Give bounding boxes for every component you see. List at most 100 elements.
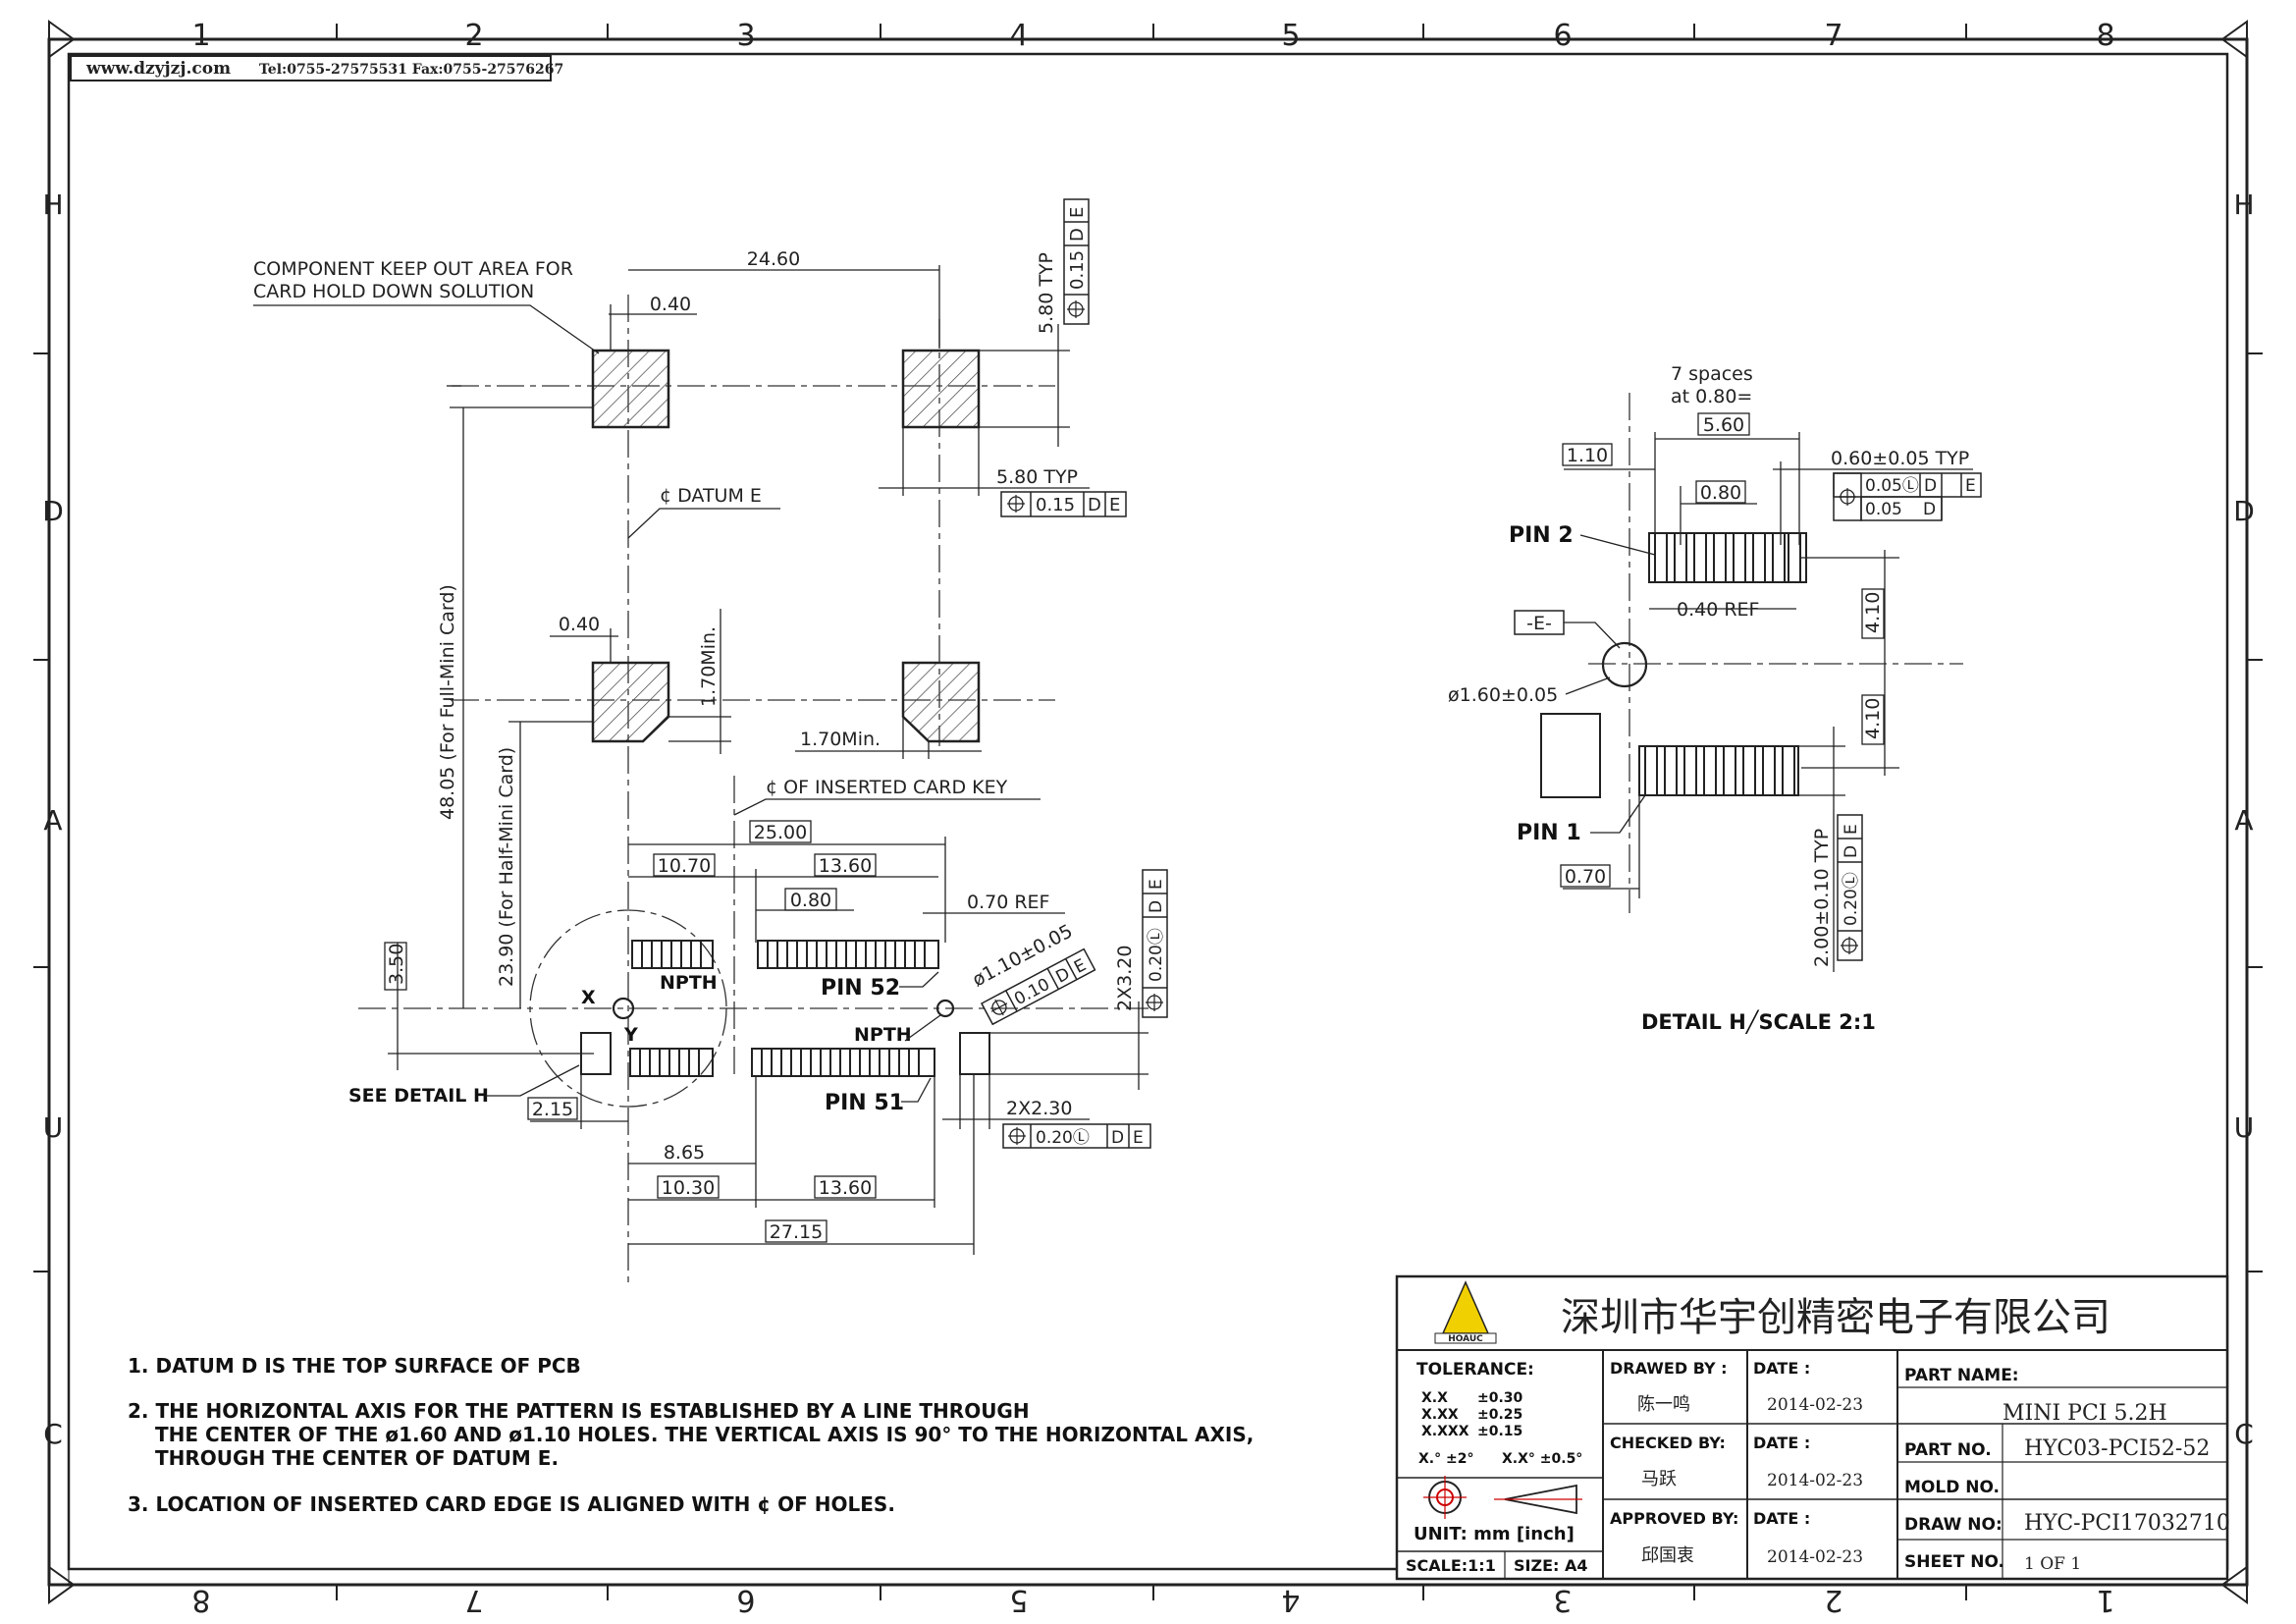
pin-52-label: PIN 52 (821, 976, 900, 1001)
header-contact-box: www.dzyjzj.com Tel:0755-27575531 Fax:075… (70, 55, 563, 81)
border-col-label: 2 (464, 19, 483, 53)
dimension-label: 4.10 (1862, 592, 1884, 633)
tolerance-frame: 0.15 D E (1063, 198, 1090, 325)
svg-text:±0.15: ±0.15 (1477, 1424, 1522, 1439)
dimension-label: 2X2.30 (1006, 1098, 1072, 1119)
svg-text:0.05Ⓛ: 0.05Ⓛ (1865, 476, 1919, 496)
dimension-label: 8.65 (664, 1142, 705, 1164)
border-col-label: 1 (191, 19, 210, 53)
axis-y-label: Y (623, 1024, 638, 1046)
detail-pin-row-top (1648, 532, 1807, 583)
dimension-label: 4.10 (1862, 698, 1884, 739)
card-key-slot (959, 1032, 990, 1075)
sheet-number: 1 OF 1 (2024, 1554, 2081, 1574)
dimension-label: 1.10 (1567, 445, 1608, 466)
dimension-label: 13.60 (819, 1177, 872, 1199)
general-notes: 1. DATUM D IS THE TOP SURFACE OF PCB 2. … (128, 1354, 1254, 1516)
date-checked: 2014-02-23 (1767, 1471, 1863, 1490)
svg-text:DATE :: DATE : (1753, 1359, 1810, 1378)
hole-callout: ø1.60±0.05 (1448, 684, 1558, 706)
svg-text:MOLD NO.: MOLD NO. (1904, 1478, 2000, 1497)
svg-text:D: D (1147, 900, 1166, 913)
svg-text:SHEET NO.: SHEET NO. (1904, 1552, 2004, 1572)
border-col-label: 8 (191, 1583, 210, 1617)
svg-text:X.° ±2°: X.° ±2° (1418, 1451, 1473, 1467)
svg-text:0.10: 0.10 (1011, 975, 1053, 1009)
contact-info: Tel:0755-27575531 Fax:0755-27576267 (259, 62, 563, 78)
note-line: 3. LOCATION OF INSERTED CARD EDGE IS ALI… (128, 1492, 895, 1516)
border-row-label: H (2233, 189, 2254, 221)
checked-by: 马跃 (1641, 1469, 1677, 1489)
svg-text:±0.25: ±0.25 (1477, 1407, 1522, 1423)
size-label: SIZE: A4 (1514, 1556, 1588, 1575)
svg-text:D: D (1842, 845, 1861, 858)
dimension-label: 2X3.20 (1114, 946, 1136, 1011)
dimension-label: 48.05 (For Full-Mini Card) (437, 584, 458, 820)
border-row-label: A (43, 804, 62, 837)
datum-e-label: ¢ DATUM E (660, 485, 762, 507)
border-row-label: C (43, 1418, 63, 1450)
dimension-label: 1.70Min. (698, 626, 720, 707)
pin-row-bottom-right (751, 1048, 935, 1077)
company-logo: HOAUC (1434, 1280, 1497, 1344)
dimension-label: 10.30 (662, 1177, 715, 1199)
dimension-label: 5.80 TYP (1036, 252, 1057, 334)
approved-by: 邱国衷 (1641, 1545, 1694, 1566)
border-col-label: 6 (736, 1583, 755, 1617)
drawn-by: 陈一鸣 (1637, 1394, 1690, 1415)
svg-text:E: E (1067, 207, 1088, 218)
part-name: MINI PCI 5.2H (2002, 1401, 2167, 1426)
website-link[interactable]: www.dzyjzj.com (85, 59, 231, 79)
dimension-label: 23.90 (For Half-Mini Card) (496, 747, 517, 987)
border-col-label: 3 (736, 19, 755, 53)
detail-h-circle (529, 909, 727, 1108)
datum-hole (1601, 641, 1648, 688)
drawing-number: HYC-PCI17032710 (2024, 1511, 2230, 1536)
dimension-label: 3.50 (386, 944, 407, 985)
card-key-slot (580, 1032, 612, 1075)
border-col-label: 1 (2096, 1583, 2114, 1617)
pin-1-label: PIN 1 (1517, 821, 1581, 845)
company-name: 深圳市华宇创精密电子有限公司 (1561, 1295, 2110, 1340)
dimension-label: 0.80 (1700, 482, 1741, 504)
svg-text:0.20Ⓛ: 0.20Ⓛ (1036, 1128, 1090, 1148)
border-col-label: 7 (464, 1583, 483, 1617)
pin-2-label: PIN 2 (1509, 523, 1574, 548)
keepout-pad (591, 661, 670, 743)
keepout-pad (591, 349, 670, 429)
dimension-label: 10.70 (658, 855, 711, 877)
tolerance-frame: 0.20Ⓛ D E (1837, 814, 1863, 961)
border-row-label: D (2233, 495, 2255, 527)
svg-text:X.XXX: X.XXX (1421, 1424, 1469, 1439)
svg-text:PART NO.: PART NO. (1904, 1440, 1992, 1460)
tolerance-frame: 0.20Ⓛ D E (1002, 1123, 1151, 1149)
dimension-label: 5.80 TYP (996, 466, 1078, 488)
dimension-label: 0.60±0.05 TYP (1831, 448, 1969, 469)
see-detail-label: SEE DETAIL H (348, 1085, 489, 1107)
npth-hole (935, 999, 955, 1018)
card-key-slot (1540, 713, 1601, 798)
note-line: THROUGH THE CENTER OF DATUM E. (155, 1446, 559, 1470)
detail-caption: DETAIL H╱SCALE 2:1 (1641, 1009, 1876, 1035)
npth-hole (612, 997, 635, 1020)
pin-row-top-right (757, 940, 939, 969)
svg-text:0.20Ⓛ: 0.20Ⓛ (1842, 872, 1861, 926)
border-col-label: 4 (1009, 19, 1028, 53)
svg-text:E: E (1109, 495, 1120, 515)
dimension-label: 24.60 (747, 248, 800, 270)
npth-label: NPTH (854, 1024, 912, 1046)
border-row-label: H (42, 189, 63, 221)
svg-text:E: E (1842, 824, 1861, 835)
svg-text:DRAWED BY :: DRAWED BY : (1610, 1359, 1728, 1378)
dimension-label: 13.60 (819, 855, 872, 877)
svg-text:CHECKED BY:: CHECKED BY: (1610, 1434, 1726, 1452)
note-line: 1. DATUM D IS THE TOP SURFACE OF PCB (128, 1354, 581, 1378)
dimension-label: 0.40 REF (1677, 599, 1759, 621)
border-col-label: 6 (1553, 19, 1572, 53)
svg-text:0.15: 0.15 (1036, 495, 1075, 515)
svg-text:X.XX: X.XX (1421, 1407, 1459, 1423)
svg-text:0.20Ⓛ: 0.20Ⓛ (1147, 928, 1166, 982)
border-row-label: C (2234, 1418, 2254, 1450)
pin-row-bottom-left (629, 1048, 714, 1077)
